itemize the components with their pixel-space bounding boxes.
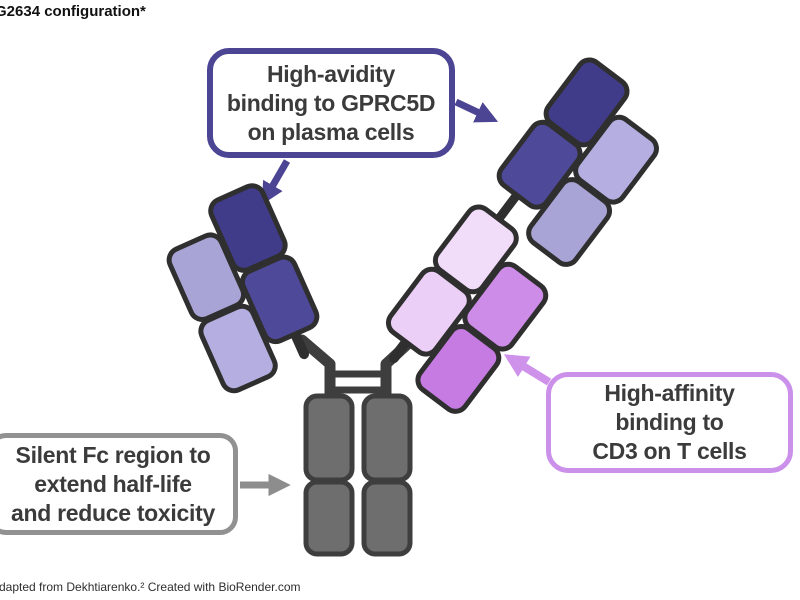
callout-cd3-text: High-affinity binding to CD3 on T cells [592,380,747,464]
callout-fc-text: Silent Fc region to extend half-life and… [11,441,215,526]
fc-chains [303,393,413,557]
gprc5d-arrow-right-icon [454,98,499,123]
fc-chain-left-upper [303,393,355,483]
callout-gprc5d-text: High-avidity binding to GPRC5D on plasma… [226,60,436,145]
fc-region [296,334,418,557]
cd3-chain-outer-lower [415,324,502,414]
right-fab-arm [385,57,659,414]
footnote: dapted from Dekhtiarenko.² Created with … [0,580,301,594]
callout-fc: Silent Fc region to extend half-life and… [0,433,238,535]
cd3-arrow-icon [503,354,552,386]
right-light-chain-lower [526,177,613,267]
fc-chain-right-upper [361,393,413,483]
left-fab-arm-gprc5d [166,183,320,394]
diagram-title: G2634 configuration* [0,3,146,20]
callout-gprc5d: High-avidity binding to GPRC5D on plasma… [207,48,455,158]
fc-chain-left-lower [303,479,355,557]
left-heavy-chain-lower [239,254,320,345]
fc-chain-right-lower [361,479,413,557]
gprc5d-arrow-left-icon [261,159,291,205]
callout-cd3: High-affinity binding to CD3 on T cells [546,372,793,473]
